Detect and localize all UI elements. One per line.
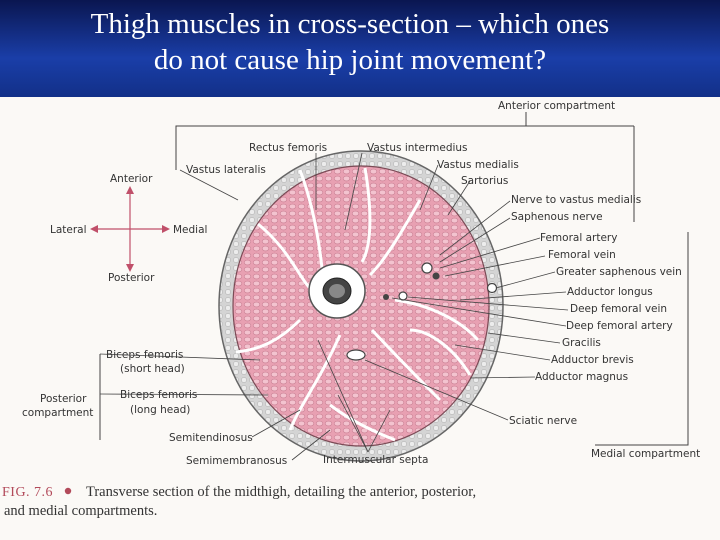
caption-line-1: Transverse section of the midthigh, deta… xyxy=(86,484,476,500)
label-sciatic-nerve: Sciatic nerve xyxy=(509,415,577,427)
vessels xyxy=(346,262,498,361)
label-biceps-short-2: (short head) xyxy=(120,363,185,375)
label-biceps-long-2: (long head) xyxy=(130,404,190,416)
label-gracilis: Gracilis xyxy=(562,337,601,349)
label-adductor-longus: Adductor longus xyxy=(567,286,653,298)
thigh-section xyxy=(218,150,504,462)
label-lateral: Lateral xyxy=(50,224,87,236)
caption-line-2: and medial compartments. xyxy=(4,503,157,519)
intermuscular-septa-lines xyxy=(235,167,480,442)
label-intermuscular-septa: Intermuscular septa xyxy=(323,454,428,466)
label-saphenous-nerve: Saphenous nerve xyxy=(511,211,603,223)
orientation-compass: Anterior Posterior Lateral Medial xyxy=(50,173,207,284)
label-deep-femoral-vein: Deep femoral vein xyxy=(570,303,667,315)
compartment-brackets xyxy=(99,112,689,446)
caption-figure-number: FIG. 7.6 xyxy=(2,485,53,500)
label-biceps-long-1: Biceps femoris xyxy=(120,389,197,401)
slide-header: Thigh muscles in cross-section – which o… xyxy=(0,0,720,97)
label-rectus-femoris: Rectus femoris xyxy=(249,142,327,154)
label-anterior-compartment: Anterior compartment xyxy=(498,100,615,112)
label-deep-femoral-artery: Deep femoral artery xyxy=(566,320,673,332)
label-medial: Medial xyxy=(173,224,207,236)
label-posterior-compartment-1: Posterior xyxy=(40,393,87,405)
label-vastus-intermedius: Vastus intermedius xyxy=(367,142,468,154)
figure-caption: FIG. 7.6 Transverse section of the midth… xyxy=(2,484,476,519)
label-femoral-artery: Femoral artery xyxy=(540,232,617,244)
label-semimembranosus: Semimembranosus xyxy=(186,455,287,467)
label-biceps-short-1: Biceps femoris xyxy=(106,349,183,361)
leader-lines xyxy=(99,152,569,461)
anatomy-figure: Anterior Posterior Lateral Medial xyxy=(0,97,720,540)
title-line-2: do not cause hip joint movement? xyxy=(153,44,547,76)
label-adductor-magnus: Adductor magnus xyxy=(535,371,628,383)
anatomical-labels: Anterior compartment Rectus femoris Vast… xyxy=(22,100,700,467)
label-medial-compartment: Medial compartment xyxy=(591,448,700,460)
caption-bullet-icon xyxy=(64,487,72,495)
label-sartorius: Sartorius xyxy=(461,175,508,187)
label-adductor-brevis: Adductor brevis xyxy=(551,354,634,366)
label-greater-saphenous-vein: Greater saphenous vein xyxy=(556,266,682,278)
label-femoral-vein: Femoral vein xyxy=(548,249,616,261)
label-posterior: Posterior xyxy=(108,272,155,284)
thigh-cross-section-diagram: Anterior Posterior Lateral Medial xyxy=(2,100,700,519)
label-posterior-compartment-2: compartment xyxy=(22,407,93,419)
title-line-1: Thigh muscles in cross-section – which o… xyxy=(90,8,610,40)
label-vastus-lateralis: Vastus lateralis xyxy=(186,164,266,176)
label-vastus-medialis: Vastus medialis xyxy=(437,159,519,171)
label-nerve-to-vastus-medialis: Nerve to vastus medialis xyxy=(511,194,641,206)
label-anterior: Anterior xyxy=(110,173,153,185)
label-semitendinosus: Semitendinosus xyxy=(169,432,253,444)
slide-title: Thigh muscles in cross-section – which o… xyxy=(0,6,700,78)
sciatic-nerve-shape xyxy=(346,349,366,361)
